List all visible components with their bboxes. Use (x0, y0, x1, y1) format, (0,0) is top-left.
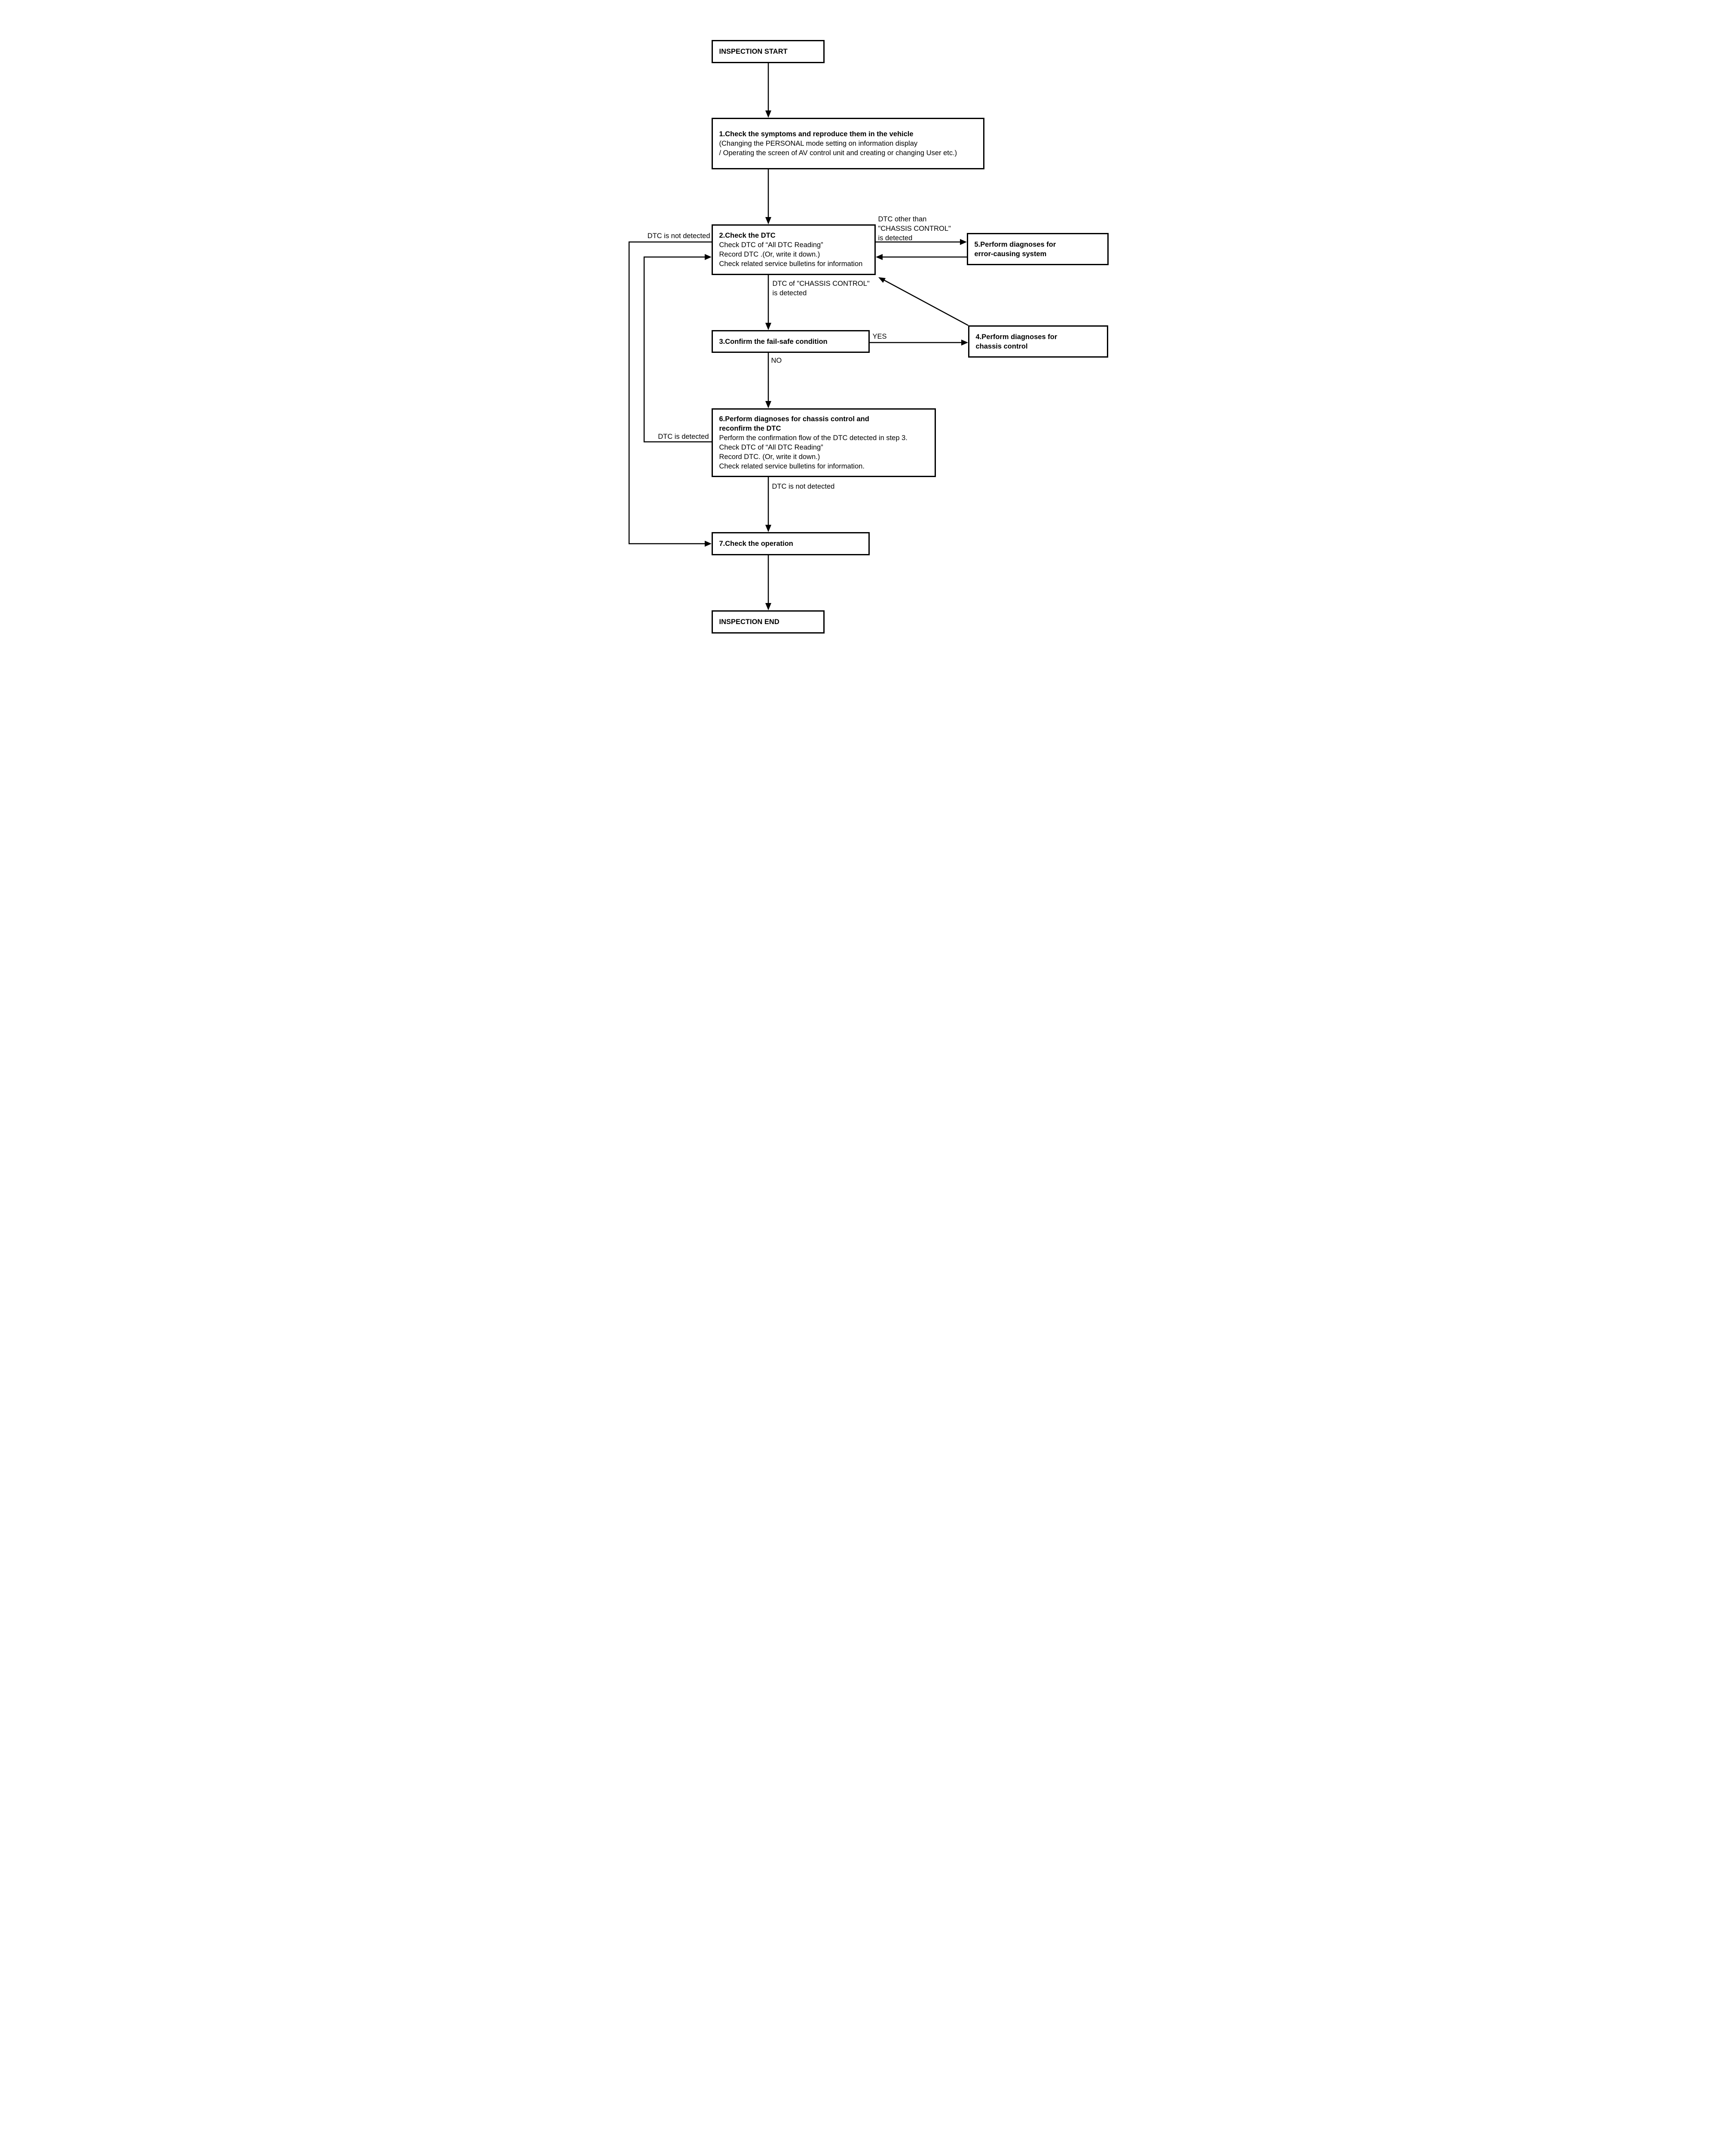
step6-line3: Perform the confirmation flow of the DTC… (719, 434, 908, 442)
edge-label-dtc-not-detected-top: DTC is not detected (647, 232, 710, 240)
step2-title: 2.Check the DTC (719, 232, 776, 239)
arrow-step1-to-step2 (765, 169, 771, 224)
step2-line3: Record DTC .(Or, write it down.) (719, 251, 820, 258)
step4-title-line1: 4.Perform diagnoses for (975, 333, 1057, 341)
arrow-step2-to-step3 (765, 275, 771, 330)
arrow-step4-to-step2-diagonal (878, 277, 969, 326)
arrow-step3-to-step4-yes (869, 340, 968, 346)
step6-line5: Record DTC. (Or, write it down.) (719, 453, 820, 461)
edge-label-dtc-other-than-line2: "CHASSIS CONTROL" (878, 225, 951, 233)
arrowhead-down-icon (765, 603, 771, 610)
arrowhead-down-icon (765, 525, 771, 532)
arrowhead-right-icon (961, 340, 968, 346)
node-step5-error-causing-system: 5.Perform diagnoses for error-causing sy… (966, 233, 1109, 265)
arrowhead-down-icon (765, 217, 771, 224)
step6-title-line1: 6.Perform diagnoses for chassis control … (719, 415, 869, 423)
edge-label-dtc-other-than-line3: is detected (878, 234, 913, 242)
arrowhead-up-left-icon (878, 277, 886, 283)
arrowhead-down-icon (765, 401, 771, 408)
node-step2-check-dtc: 2.Check the DTC Check DTC of “All DTC Re… (711, 224, 876, 275)
node-inspection-start: INSPECTION START (711, 40, 825, 63)
arrow-step6-to-step7 (765, 477, 771, 532)
inspection-start-label: INSPECTION START (719, 48, 788, 55)
edge-label-dtc-other-than: DTC other than "CHASSIS CONTROL" is dete… (878, 214, 951, 243)
step1-line2: (Changing the PERSONAL mode setting on i… (719, 140, 918, 147)
arrow-start-to-step1 (765, 63, 771, 118)
loop-step2-to-step7-not-detected (628, 241, 712, 547)
edge-label-no: NO (771, 357, 782, 364)
step1-line3: / Operating the screen of AV control uni… (719, 149, 957, 157)
step6-line4: Check DTC of “All DTC Reading” (719, 444, 823, 451)
step2-line2: Check DTC of “All DTC Reading” (719, 241, 823, 249)
edge-label-dtc-chassis-line1: DTC of "CHASSIS CONTROL" (772, 280, 870, 288)
step3-title: 3.Confirm the fail-safe condition (719, 337, 828, 346)
arrow-step3-to-step6-no (765, 353, 771, 408)
edge-label-yes: YES (872, 333, 887, 340)
flowchart-canvas: INSPECTION START 1.Check the symptoms an… (620, 0, 1116, 673)
flow-connectors (628, 63, 969, 610)
step2-line4: Check related service bulletins for info… (719, 260, 863, 268)
node-step6-reconfirm-dtc: 6.Perform diagnoses for chassis control … (711, 408, 936, 477)
step4-title-line2: chassis control (975, 342, 1028, 350)
edge-label-dtc-chassis-detected: DTC of "CHASSIS CONTROL" is detected (773, 279, 870, 298)
arrowhead-down-icon (765, 110, 771, 118)
node-inspection-end: INSPECTION END (711, 610, 825, 634)
arrow-step5-to-step2 (875, 254, 967, 260)
arrow-step2-to-step5 (875, 239, 967, 245)
step6-line6: Check related service bulletins for info… (719, 462, 865, 470)
edge-label-dtc-other-than-line1: DTC other than (878, 215, 927, 223)
step5-title-line2: error-causing system (974, 250, 1047, 258)
node-step1-check-symptoms: 1.Check the symptoms and reproduce them … (711, 118, 984, 169)
step5-title-line1: 5.Perform diagnoses for (974, 240, 1056, 248)
arrowhead-right-icon (960, 239, 967, 245)
loop-step6-to-step2-detected (643, 254, 712, 443)
node-step7-check-operation: 7.Check the operation (711, 532, 870, 555)
step1-title: 1.Check the symptoms and reproduce them … (719, 130, 914, 138)
edge-label-dtc-detected: DTC is detected (658, 433, 709, 441)
arrow-step7-to-end (765, 555, 771, 610)
step6-title-line2: reconfirm the DTC (719, 425, 781, 432)
edge-label-dtc-not-detected-bottom: DTC is not detected (772, 483, 835, 490)
node-step3-confirm-fail-safe: 3.Confirm the fail-safe condition (711, 330, 870, 353)
node-step4-chassis-control: 4.Perform diagnoses for chassis control (968, 325, 1108, 358)
arrowhead-down-icon (765, 323, 771, 330)
inspection-end-label: INSPECTION END (719, 618, 779, 626)
arrowhead-left-icon (875, 254, 883, 260)
arrowhead-right-icon (704, 254, 712, 260)
arrowhead-right-icon (704, 541, 712, 547)
edge-label-dtc-chassis-line2: is detected (772, 289, 807, 297)
step7-title: 7.Check the operation (719, 540, 793, 548)
